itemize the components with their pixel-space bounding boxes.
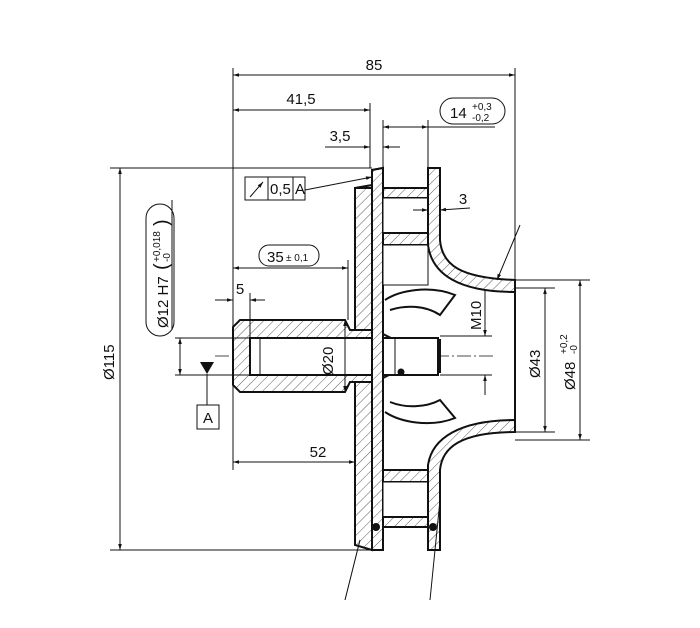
- dim-bore-tol-upper: +0,018: [152, 231, 163, 262]
- dim-shroud-thickness: 3,5: [330, 128, 351, 145]
- svg-text:(: (: [151, 263, 173, 270]
- dim-vane-width-tol-lower: -0,2: [472, 113, 490, 124]
- dim-vane-width-tol-upper: +0,3: [472, 102, 492, 113]
- dim-back-shroud-thickness: 3: [459, 191, 467, 208]
- dim-hub-diameter: Ø20: [320, 347, 337, 375]
- dim-vane-width: 14: [450, 105, 467, 122]
- impeller-part: [232, 166, 516, 552]
- back-shroud-bottom: [427, 418, 516, 551]
- tolerance-bubble: [439, 97, 506, 125]
- dim-eye-outer-tol-lower: -0: [569, 345, 580, 354]
- dim-hub-to-shroud: 41,5: [286, 91, 315, 108]
- datum-label: A: [203, 410, 213, 427]
- dim-outer-diameter: Ø115: [101, 344, 118, 380]
- back-shroud-top: [427, 167, 516, 294]
- dim-eye-inner: Ø43: [527, 350, 544, 378]
- dim-overall-length: 85: [366, 57, 383, 74]
- bore: [249, 337, 439, 376]
- dim-bore: Ø12 H7: [155, 276, 172, 328]
- dimension-lines: [118, 73, 582, 550]
- dim-eye-outer-group: Ø48 +0,2 -0: [559, 334, 580, 390]
- dim-eye-outer-tol-upper: +0,2: [559, 334, 570, 354]
- tolerance-bubble: [258, 244, 320, 267]
- runout-arrow-icon: [249, 181, 264, 198]
- runout-value: 0,5: [270, 181, 291, 198]
- dim-hub-length-tol: ± 0,1: [286, 253, 309, 264]
- dim-bore-tol-lower: -0: [162, 253, 173, 262]
- extension-lines: [110, 68, 590, 601]
- svg-text:): ): [151, 219, 173, 226]
- datum-symbol: A: [196, 362, 220, 430]
- dim-bore-group: Ø12 H7 ( +0,018 -0 ): [145, 203, 175, 337]
- runout-tolerance-frame: 0,5 A: [244, 176, 306, 201]
- runout-datum: A: [295, 181, 305, 198]
- dim-thread: M10: [468, 301, 485, 330]
- dim-eye-outer: Ø48: [562, 362, 579, 390]
- dim-bore-depth: 52: [310, 444, 327, 461]
- dim-hub-length: 35: [267, 249, 284, 266]
- tolerance-bubble: [145, 203, 175, 337]
- dim-chamfer-length: 5: [236, 281, 244, 298]
